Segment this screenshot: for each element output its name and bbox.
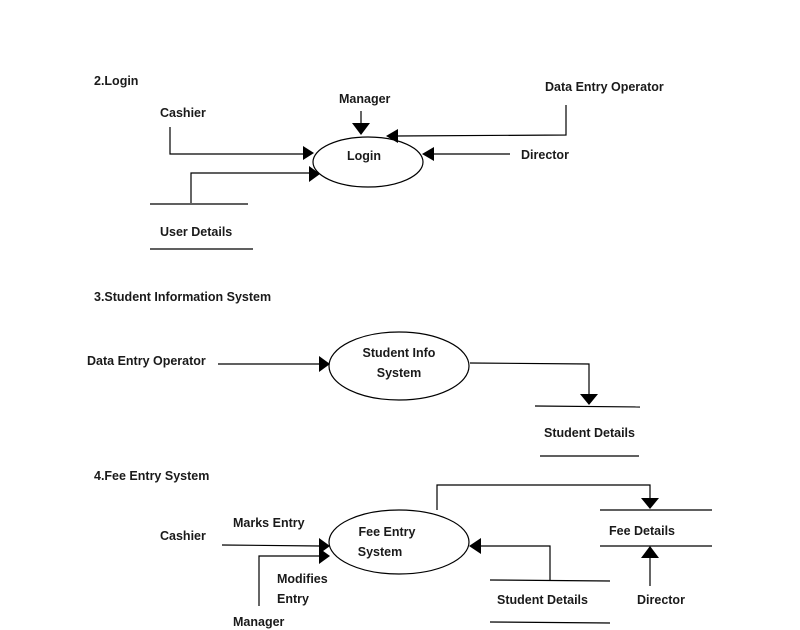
fee-entry-process-line2: System [358, 545, 402, 559]
store-student-details-label: Student Details [544, 426, 635, 440]
student-info-entity-data-entry-operator: Data Entry Operator [87, 354, 206, 368]
flow-cashier-to-fee-entry [221, 538, 330, 554]
fee-entry-process-line1: Fee Entry [359, 525, 416, 539]
flow-data-entry-operator-to-login [386, 105, 567, 143]
flow-director-to-fee-details [641, 546, 659, 586]
login-entity-director: Director [521, 148, 569, 162]
store-user-details-label: User Details [160, 225, 232, 239]
store-fee-details: Fee Details [600, 509, 712, 547]
store-user-details: User Details [150, 203, 253, 250]
login-entity-cashier: Cashier [160, 106, 206, 120]
store-student-details: Student Details [534, 405, 641, 457]
flow-manager-to-fee-entry [258, 548, 330, 606]
flow-director-to-login [422, 147, 510, 161]
fee-entry-process [328, 509, 470, 575]
student-info-section: 3.Student Information System Student Inf… [87, 290, 641, 457]
store-fee-details-label: Fee Details [609, 524, 675, 538]
login-entity-data-entry-operator: Data Entry Operator [545, 80, 664, 94]
login-entity-manager: Manager [339, 92, 391, 106]
flow-label-marks-entry: Marks Entry [233, 516, 305, 530]
flow-fee-entry-to-fee-details [436, 484, 659, 510]
flow-manager-to-login [352, 111, 370, 135]
store-fee-student-details: Student Details [489, 579, 611, 624]
flow-deo-to-student-info [218, 356, 330, 372]
fee-entry-entity-cashier: Cashier [160, 529, 206, 543]
student-info-process-line1: Student Info [363, 346, 436, 360]
flow-student-info-to-student-details [469, 362, 598, 405]
store-fee-student-details-label: Student Details [497, 593, 588, 607]
flow-label-modifies-line2: Entry [277, 592, 309, 606]
fee-entry-heading: 4.Fee Entry System [94, 469, 209, 483]
login-process [312, 136, 424, 188]
student-info-process [328, 331, 470, 401]
fee-entry-entity-director: Director [637, 593, 685, 607]
student-info-process-line2: System [377, 366, 421, 380]
login-section: 2.Login Login Cashier Manager Data Entry… [94, 74, 664, 250]
flow-student-details-to-fee-entry [469, 538, 551, 580]
flow-label-modifies-line1: Modifies [277, 572, 328, 586]
login-process-label: Login [347, 149, 381, 163]
flow-user-details-to-login [190, 166, 320, 203]
student-info-heading: 3.Student Information System [94, 290, 271, 304]
flow-cashier-to-login [169, 127, 314, 160]
login-heading: 2.Login [94, 74, 138, 88]
fee-entry-entity-manager: Manager [233, 615, 285, 629]
fee-entry-section: 4.Fee Entry System Fee Entry System Cash… [94, 469, 712, 629]
